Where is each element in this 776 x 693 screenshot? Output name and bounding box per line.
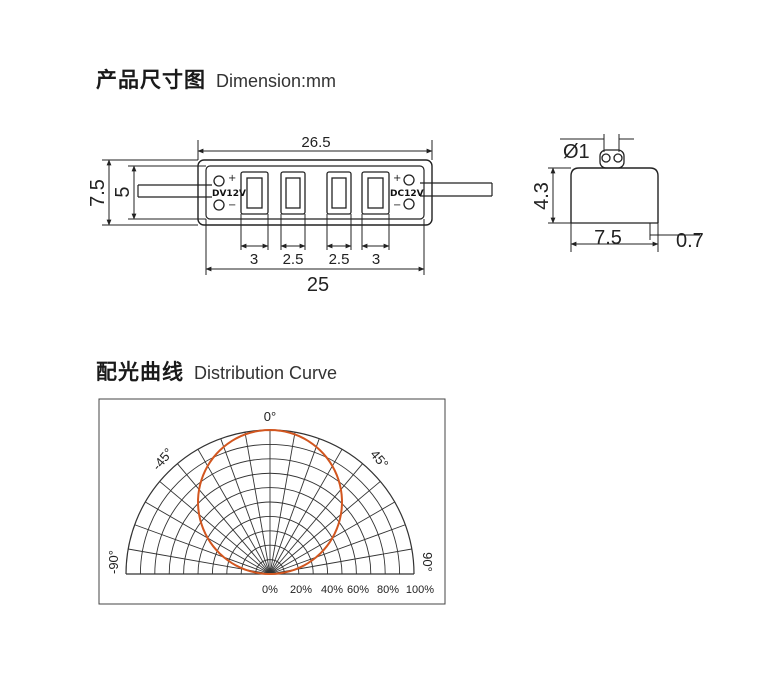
grid-spoke (134, 524, 271, 575)
radial-tick-label: 40% (321, 584, 343, 596)
body-length-label: 25 (307, 274, 329, 296)
grid-spoke (269, 449, 343, 575)
grid-spoke (197, 449, 271, 575)
angle-label: 90° (420, 552, 435, 572)
grid-spoke (269, 463, 363, 575)
polarity-minus-right: − (393, 200, 401, 211)
radial-tick-label: 100% (406, 584, 434, 596)
dimension-title-cn: 产品尺寸图 (96, 68, 206, 92)
angle-label: 0° (264, 409, 276, 424)
distribution-series (197, 428, 343, 575)
side-height-label: 4.3 (531, 182, 553, 210)
side-width-label: 7.5 (594, 227, 622, 249)
polarity-minus-left: − (228, 200, 236, 211)
inner-height-label: 5 (112, 186, 134, 197)
radial-tick-label: 60% (347, 584, 369, 596)
module-body-inner (205, 165, 425, 220)
voltage-label-left: DV12V (212, 189, 246, 199)
grid-spoke (177, 463, 271, 575)
height-label: 7.5 (87, 179, 109, 207)
grid-spoke (244, 432, 271, 575)
voltage-label-right: DC12V (390, 189, 424, 199)
segment-dim-1: 3 (250, 251, 258, 268)
side-view-wires (599, 149, 625, 169)
height-dimension (102, 159, 198, 226)
diameter-label: Ø1 (563, 141, 590, 163)
distribution-title-cn: 配光曲线 (96, 360, 184, 384)
led-1 (240, 171, 269, 215)
polar-labels: 0%20%40%60%80%100%-90°-45°0°45°90° (106, 409, 435, 596)
chart-frame (98, 398, 446, 605)
polar-curve (197, 428, 343, 575)
polarity-plus-right: + (393, 173, 401, 184)
grid-spoke (269, 438, 320, 575)
side-width-dimension (570, 223, 700, 252)
overall-length-label: 26.5 (301, 134, 330, 151)
polarity-plus-left: + (228, 173, 236, 184)
dimension-section-title: 产品尺寸图 Dimension:mm (96, 64, 336, 94)
overall-length-dimension (197, 140, 433, 160)
grid-spoke (159, 481, 271, 575)
cable-left (137, 184, 212, 198)
grid-spoke (220, 438, 271, 575)
segment-dim-4: 3 (372, 251, 380, 268)
radial-tick-label: 20% (290, 584, 312, 596)
inner-height-dimension (128, 165, 206, 220)
distribution-section-title: 配光曲线 Distribution Curve (96, 356, 337, 386)
grid-spoke (269, 481, 381, 575)
body-length-dimension (205, 219, 425, 275)
module-body-outer (197, 159, 433, 226)
grid-spoke (269, 524, 406, 575)
side-height-dimension (548, 167, 571, 224)
terminal-left (213, 175, 225, 211)
led-3 (326, 171, 352, 215)
side-offset-label: 0.7 (676, 230, 704, 252)
angle-label: -90° (106, 550, 121, 574)
terminal-right (403, 174, 415, 210)
distribution-title-en: Distribution Curve (194, 363, 338, 383)
led-2 (280, 171, 306, 215)
radial-tick-label: 0% (262, 584, 278, 596)
dimension-title-en: Dimension:mm (216, 71, 337, 91)
segment-dim-3: 2.5 (329, 251, 350, 268)
radial-tick-label: 80% (377, 584, 399, 596)
grid-spoke (269, 432, 296, 575)
segment-dim-2: 2.5 (283, 251, 304, 268)
led-4 (361, 171, 390, 215)
diameter-dimension (560, 134, 634, 152)
angle-label: 45° (367, 447, 391, 472)
